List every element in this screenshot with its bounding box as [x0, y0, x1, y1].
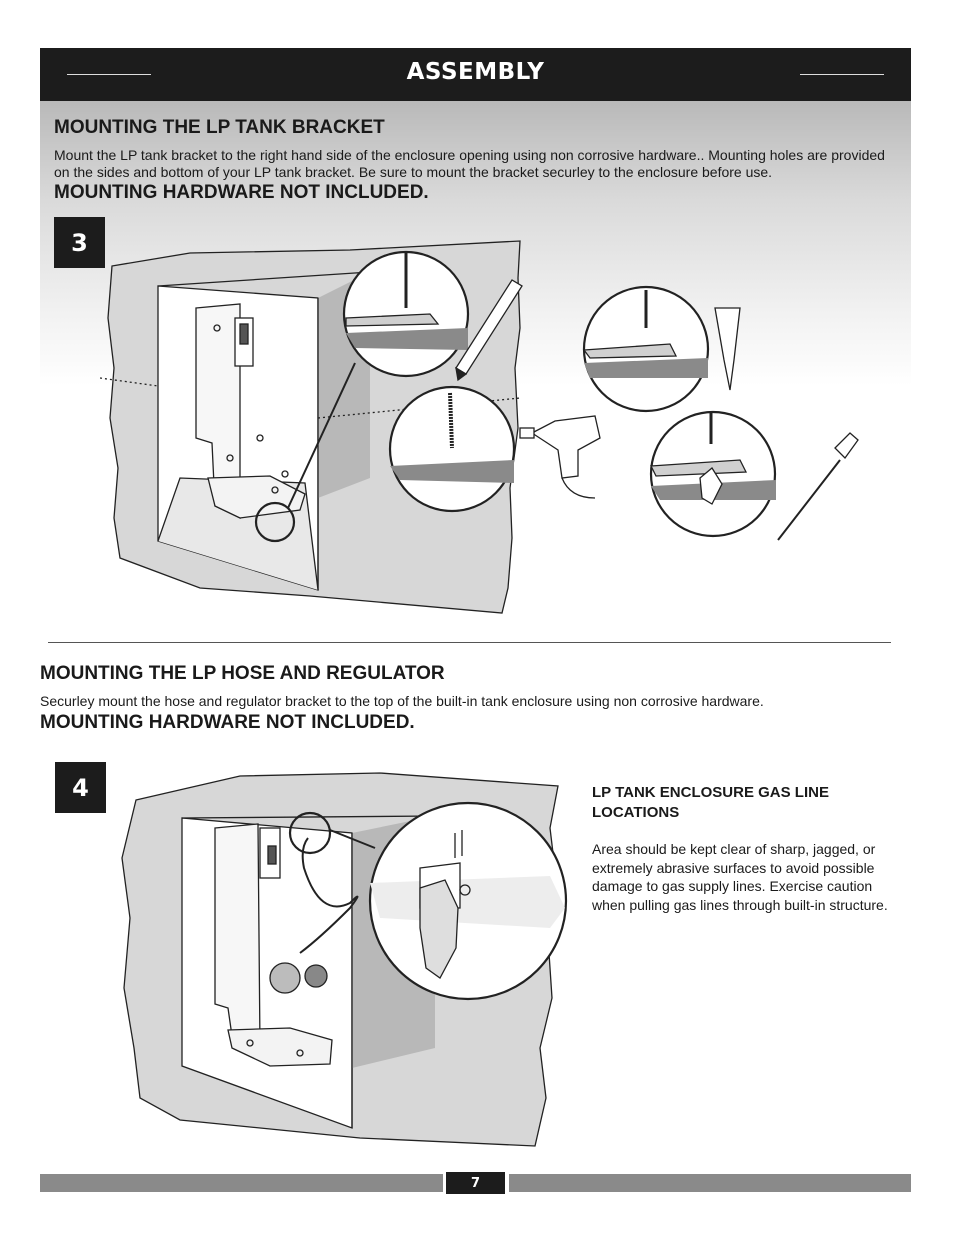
page-number: 7 [446, 1172, 505, 1194]
step3-bracket-illustration [100, 240, 859, 614]
step3-hardware-note: MOUNTING HARDWARE NOT INCLUDED. [54, 182, 429, 203]
step4-heading: MOUNTING THE LP HOSE AND REGULATOR [40, 663, 445, 684]
gas-line-note-body: Area should be kept clear of sharp, jagg… [592, 841, 888, 913]
footer-bar-right [509, 1174, 911, 1192]
step4-hose-regulator-illustration [121, 772, 568, 1147]
step4-hardware-note: MOUNTING HARDWARE NOT INCLUDED. [40, 712, 415, 733]
step3-badge: 3 [54, 217, 105, 268]
header-band: ASSEMBLY [40, 48, 911, 101]
header-rule-right [800, 74, 884, 75]
section-divider [48, 642, 891, 643]
footer-bar-left [40, 1174, 443, 1192]
gas-line-note-title: LP TANK ENCLOSURE GAS LINE LOCATIONS [592, 784, 829, 821]
page-title: ASSEMBLY [406, 59, 545, 85]
step4-badge: 4 [55, 762, 106, 813]
step3-body: Mount the LP tank bracket to the right h… [54, 147, 885, 180]
step4-body: Securley mount the hose and regulator br… [40, 693, 764, 709]
header-rule-left [67, 74, 151, 75]
step3-heading: MOUNTING THE LP TANK BRACKET [54, 117, 385, 138]
